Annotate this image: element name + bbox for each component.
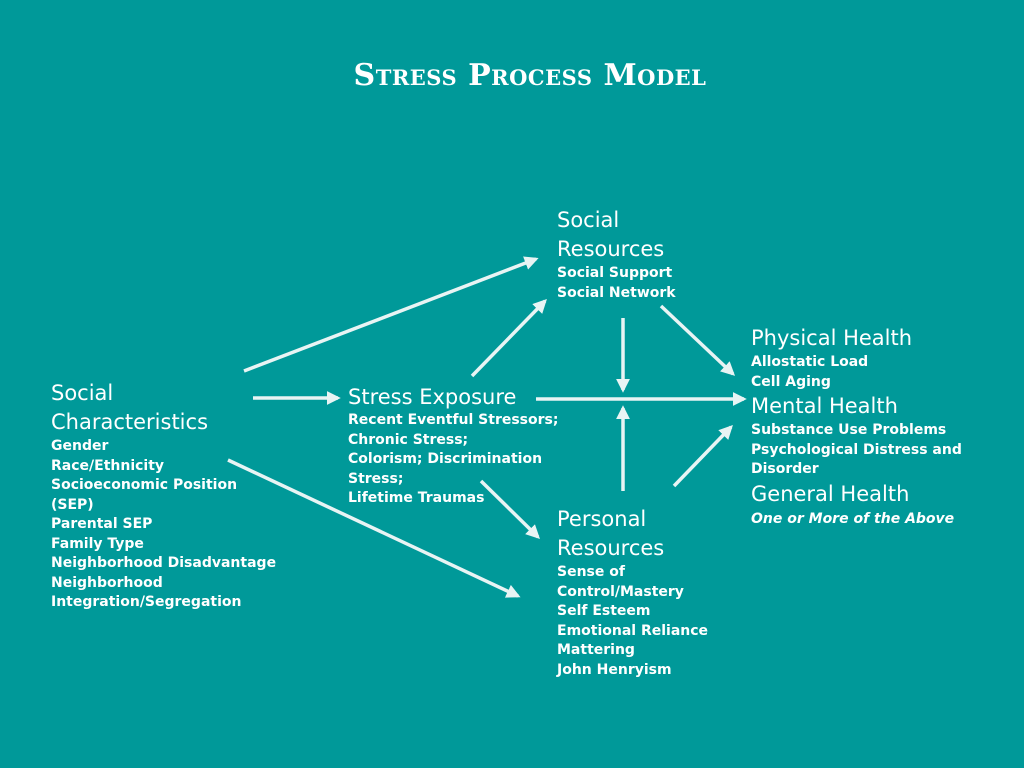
list-item: (SEP): [51, 496, 94, 513]
arrow-social-resources-to-outcomes: [659, 304, 736, 376]
social-characteristics-node: Social Characteristics Gender Race/Ethni…: [51, 379, 291, 613]
stress-exposure-list: Recent Eventful Stressors; Chronic Stres…: [348, 411, 568, 509]
stress-exposure-node: Stress Exposure Recent Eventful Stressor…: [348, 384, 568, 509]
list-item: Allostatic Load: [751, 354, 869, 370]
list-item: Substance Use Problems: [751, 422, 947, 438]
list-item: Colorism; Discrimination: [348, 451, 543, 467]
list-item: Lifetime Traumas: [348, 490, 485, 506]
social-resources-heading: Social Resources: [557, 206, 737, 264]
list-item: Recent Eventful Stressors;: [348, 412, 559, 428]
heading-line: Characteristics: [51, 410, 209, 434]
mental-health-heading: Mental Health: [751, 394, 898, 418]
heading-line: Social: [51, 381, 114, 405]
list-item: Cell Aging: [751, 373, 831, 390]
list-item: Control/Mastery: [557, 583, 684, 600]
list-item: Social Support: [557, 265, 673, 281]
personal-resources-node: Personal Resources Sense of Control/Mast…: [557, 505, 737, 680]
list-item: Psychological Distress and: [751, 441, 962, 458]
physical-health-list: Allostatic Load Cell Aging: [751, 353, 991, 392]
slide-title: Stress Process Model: [353, 58, 707, 93]
arrow-social-to-social-resources: [243, 256, 539, 373]
list-item: Neighborhood Disadvantage: [51, 555, 277, 571]
list-item: Mattering: [557, 642, 635, 658]
list-item: Self Esteem: [557, 603, 651, 619]
arrow-social-to-personal: [227, 458, 521, 598]
stress-exposure-heading: Stress Exposure: [348, 385, 517, 409]
mental-health-list: Substance Use Problems Psychological Dis…: [751, 421, 991, 480]
heading-line: Personal: [557, 507, 647, 531]
heading-line: Resources: [557, 237, 665, 261]
social-characteristics-heading: Social Characteristics: [51, 379, 291, 437]
list-item: Chronic Stress;: [348, 431, 469, 448]
list-item: Gender: [51, 438, 109, 454]
list-item: Emotional Reliance: [557, 622, 709, 639]
list-item: Race/Ethnicity: [51, 457, 165, 474]
social-characteristics-list: Gender Race/Ethnicity Socioeconomic Posi…: [51, 437, 291, 613]
list-item: Stress;: [348, 470, 404, 487]
social-resources-node: Social Resources Social Support Social N…: [557, 206, 737, 303]
list-item: Parental SEP: [51, 516, 153, 532]
list-item: John Henryism: [557, 661, 672, 678]
arrow-stress-to-social-resources: [470, 298, 547, 378]
arrow-stress-to-personal: [479, 479, 540, 539]
physical-health-heading: Physical Health: [751, 326, 913, 350]
list-item: Integration/Segregation: [51, 594, 242, 610]
list-item: Socioeconomic Position: [51, 477, 238, 493]
list-item: Neighborhood: [51, 574, 163, 591]
list-item: Disorder: [751, 461, 819, 477]
personal-resources-heading: Personal Resources: [557, 505, 737, 563]
social-resources-list: Social Support Social Network: [557, 264, 737, 303]
list-item: Family Type: [51, 535, 144, 552]
general-health-heading: General Health: [751, 481, 910, 506]
general-health-note: One or More of the Above: [751, 510, 955, 527]
heading-line: Social: [557, 208, 620, 232]
list-item: Social Network: [557, 284, 676, 301]
personal-resources-list: Sense of Control/Mastery Self Esteem Emo…: [557, 563, 737, 680]
arrow-personal-to-outcomes: [672, 424, 733, 488]
health-outcomes-node: Physical Health Allostatic Load Cell Agi…: [751, 324, 991, 529]
list-item: Sense of: [557, 564, 625, 580]
heading-line: Resources: [557, 536, 665, 560]
